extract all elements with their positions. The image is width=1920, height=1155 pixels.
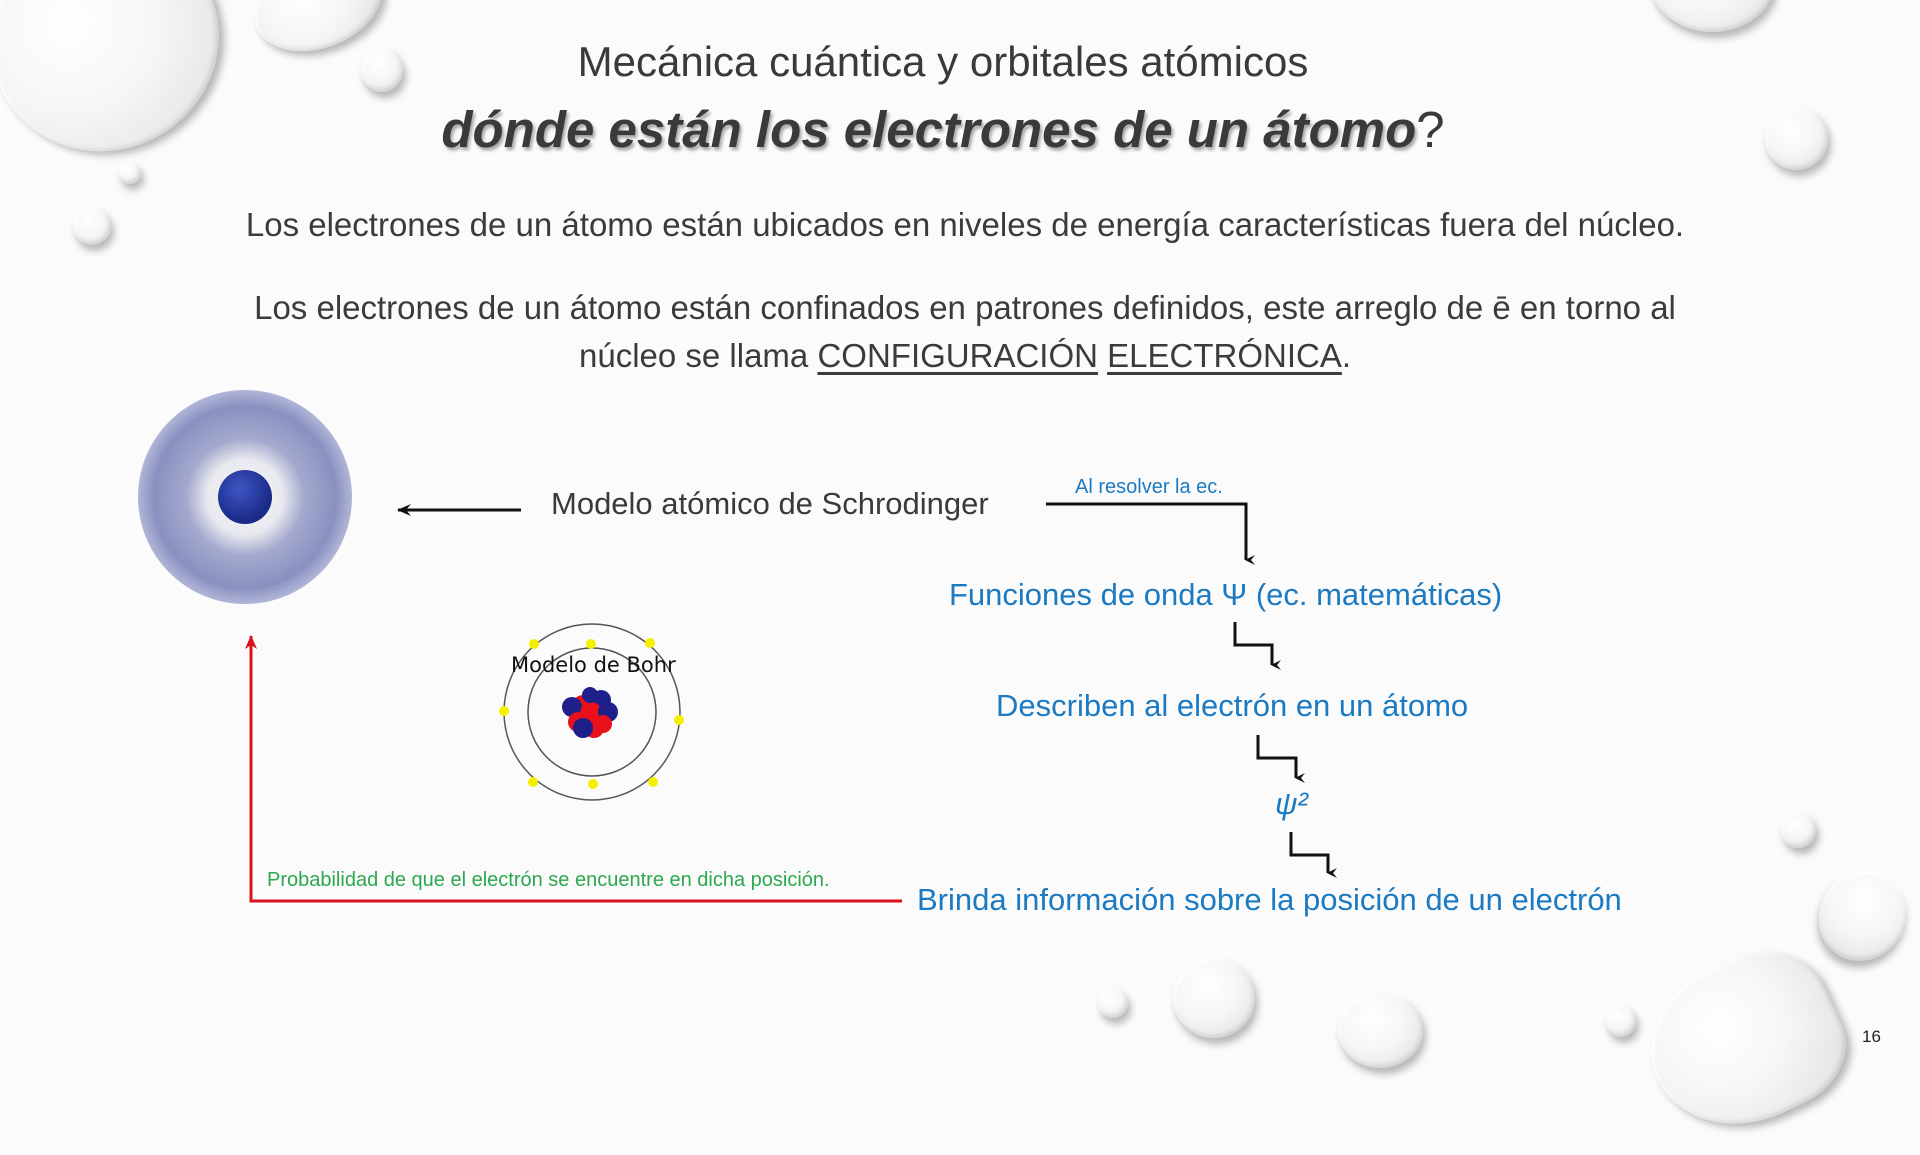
paragraph-text: núcleo se llama [578,337,818,374]
flow-step-position-info: Brinda información sobre la posición de … [917,882,1622,917]
feedback-arrow-icon [245,635,902,903]
term-configuracion: CONFIGURACIÓN [817,337,1098,374]
bohr-model-label: Modelo de Bohr [511,653,676,677]
water-drop-decoration [73,207,111,245]
connector-label: Al resolver la ec. [1075,476,1223,498]
water-drop-decoration [1338,993,1423,1068]
elbow-arrow-icon [1256,735,1305,783]
probability-note: Probabilidad de que el electrón se encue… [267,869,830,891]
connector-arrow-icon [1046,502,1255,565]
page-number: 16 [1862,1027,1881,1046]
term-electronica: ELECTRÓNICA [1107,337,1342,374]
water-drop-decoration [1765,107,1828,170]
subtitle-question-mark: ? [1416,101,1445,158]
diagram-graphics [138,390,1337,903]
flow-step-describe-electron: Describen al electrón en un átomo [996,688,1469,723]
paragraph-energy-levels: Los electrones de un átomo están ubicado… [245,206,1685,243]
water-drop-decoration [119,162,141,184]
water-drop-decoration [1098,988,1128,1018]
flow-step-wave-functions: Funciones de onda Ψ (ec. matemáticas) [949,577,1503,612]
slide-title: Mecánica cuántica y orbitales atómicos [577,38,1309,85]
slide-subtitle: dónde están los electrones de un átomo? [0,100,1886,159]
paragraph-electron-configuration: Los electrones de un átomo están confina… [0,284,1920,380]
bohr-model-icon [499,623,684,801]
paragraph-line: Los electrones de un átomo están confina… [254,289,1676,326]
paragraph-text: . [1341,337,1352,374]
water-drop-decoration [1173,958,1255,1038]
elbow-arrow-icon [1233,622,1281,670]
flow-step-psi-squared: ψ² [1275,786,1308,821]
elbow-arrow-icon [1289,832,1337,878]
electron-cloud-icon [138,390,352,604]
water-drop-decoration [1781,812,1816,848]
subtitle-emphasis: dónde están los electrones de un átomo [441,101,1417,158]
water-drop-decoration [1606,1005,1636,1037]
schrodinger-model-label: Modelo atómico de Schrodinger [551,486,989,521]
paragraph-line: núcleo se llama CONFIGURACIÓN ELECTRÓNIC… [0,332,1920,380]
water-drop-decoration [361,48,403,92]
